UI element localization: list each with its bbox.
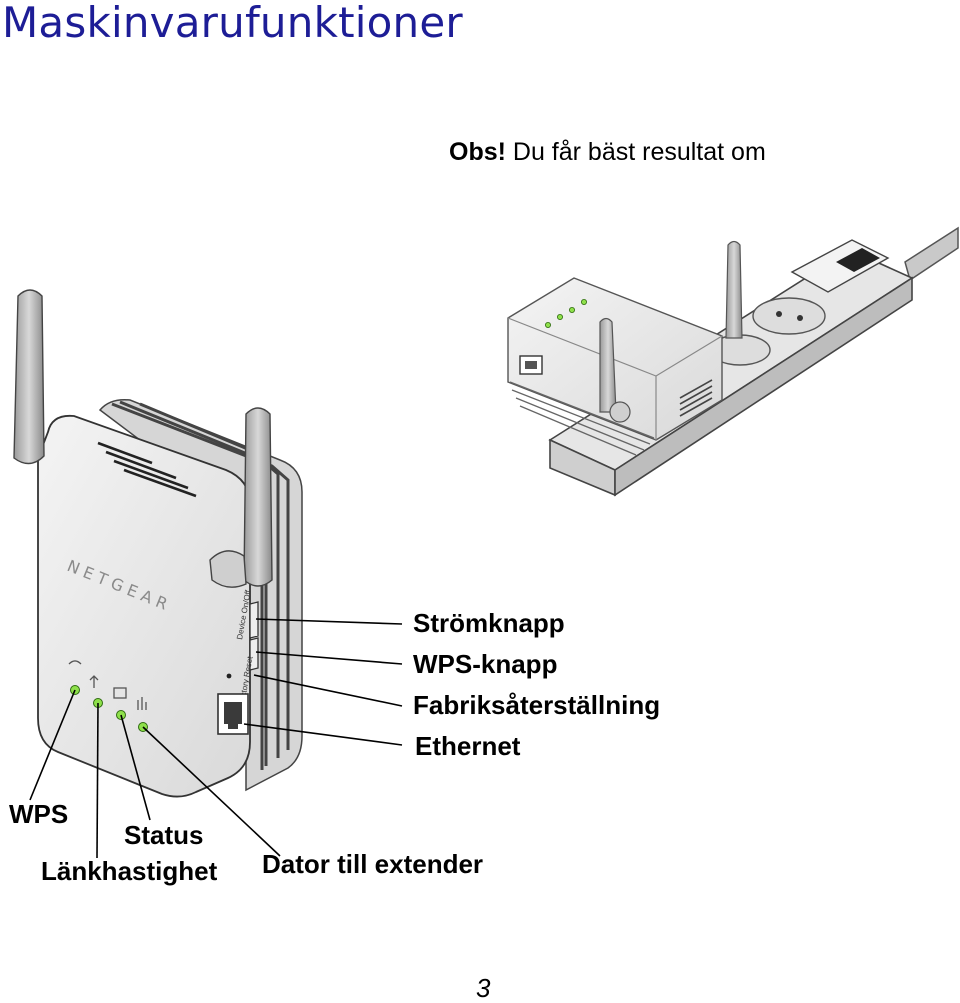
reset-pinhole [226,673,232,679]
switch-rocker [836,248,880,272]
power-cable [904,226,959,282]
callout-status-led: Status [124,820,204,850]
callout-lines [29,618,403,859]
callout-wps-button: WPS-knapp [413,649,558,679]
antenna-front [243,407,273,587]
top-vents [97,441,197,498]
small-antenna [725,240,743,339]
callout-factory-reset: Fabriksåterställning [413,690,661,720]
status-icon [113,687,127,699]
power-strip-scene [507,226,959,497]
signal-icon [137,697,147,710]
page-number: 3 [476,973,491,1003]
large-extender: NETGEAR Device On/Off Factory Reset [13,289,303,798]
callout-wps-led: WPS [9,799,69,829]
antenna-left [13,289,45,465]
socket [752,297,826,335]
wps-button [249,637,259,671]
note-text: Du får bäst resultat om [505,138,766,166]
callout-link-rate-led: Länkhastighet [41,856,218,886]
callout-pc-to-extender-led: Dator till extender [262,849,484,879]
callout-ethernet: Ethernet [415,731,521,761]
link-rate-icon [89,675,99,688]
wps-icon [68,660,82,665]
note-line: Obs! Du får bäst resultat om [449,140,766,165]
power-button [249,601,259,639]
page-title: Maskinvarufunktioner [2,0,463,47]
callout-power-button: Strömknapp [413,608,565,638]
note-bold: Obs! [449,138,506,166]
